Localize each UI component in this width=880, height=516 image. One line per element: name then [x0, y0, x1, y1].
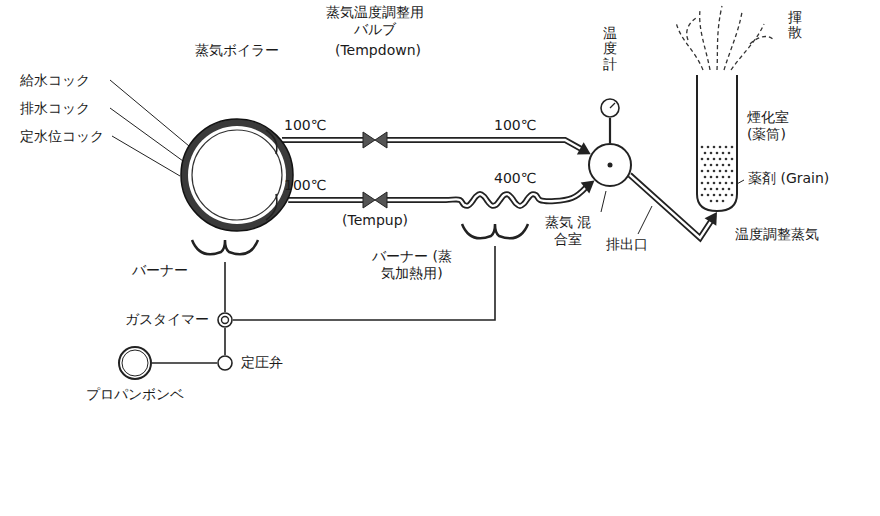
fumigation-chamber: 煙化室 (薬筒) [695, 75, 739, 212]
pipe-wall [387, 187, 587, 206]
pipe-wall [288, 197, 363, 203]
vapor-label: 揮散 [788, 10, 802, 41]
node-heading: バーナー (蒸気加熱用) [366, 248, 458, 282]
cock-label: 排水コック [20, 100, 90, 117]
steam-boiler: 蒸気ボイラー [180, 118, 294, 232]
temperature-label: 100℃ [494, 117, 536, 134]
node-heading: 温度計 [603, 26, 617, 72]
pipe-bore [387, 187, 587, 206]
gas-timer: ガスタイマー [217, 312, 233, 328]
steam-boiler-shape [180, 118, 294, 232]
line [224, 262, 226, 312]
mixing-chamber-shape [588, 143, 632, 187]
leader-line [112, 136, 180, 176]
arrowhead [581, 181, 595, 194]
gas-line [233, 246, 495, 320]
gas-line [225, 262, 226, 312]
vapor-plume [676, 6, 774, 70]
leader-line [601, 191, 606, 212]
temperature-label: 400℃ [494, 170, 536, 187]
propane-cylinder: プロパンボンベ [118, 346, 152, 380]
propane-cylinder-shape [118, 346, 152, 380]
heating-burner: バーナー (蒸気加熱用) [460, 222, 530, 246]
node-heading: 蒸気 混合室 [542, 214, 594, 248]
node-heading: 蒸気温度調整用 バルブ [318, 4, 432, 38]
leader-line [110, 108, 183, 161]
pipe-wall [282, 137, 363, 143]
leader-line [638, 206, 652, 234]
steam-pipe [282, 140, 363, 141]
gas-timer-shape [217, 312, 233, 328]
outlet-label: 排出口 [606, 236, 648, 253]
pipe-bore [282, 139, 363, 141]
gas-line [225, 328, 226, 355]
pipe-bore [387, 140, 582, 149]
valve-tempdown: 蒸気温度調整用 バルブ(Tempdown) [363, 132, 387, 148]
mixing-chamber: 蒸気 混合室 [588, 143, 632, 187]
node-heading: プロパンボンベ [76, 386, 194, 403]
thermometer-shape [600, 98, 620, 118]
pressure-regulator-shape [217, 355, 233, 371]
node-heading: (Tempup) [333, 212, 417, 229]
line [609, 118, 611, 143]
gas-line [152, 363, 217, 364]
temperature-label: 100℃ [284, 177, 326, 194]
burner-shape [190, 238, 260, 262]
arrowhead [577, 142, 591, 154]
agent-label: 薬剤 (Grain) [748, 170, 829, 187]
line [224, 328, 226, 355]
temperature-label: 100℃ [284, 117, 326, 134]
node-heading: バーナー [124, 262, 188, 279]
line [233, 246, 495, 320]
valve-tempup: (Tempup) [363, 192, 387, 208]
node-heading: ガスタイマー [105, 311, 209, 328]
valve-tempdown-shape [363, 132, 387, 148]
steam-pipe [387, 140, 591, 155]
line [152, 362, 217, 364]
pipe-wall [387, 140, 582, 149]
thermometer: 温度計 [600, 98, 620, 118]
steam-pipe [288, 200, 363, 201]
pressure-regulator: 定圧弁 [217, 355, 233, 371]
node-heading: (Tempdown) [333, 42, 423, 59]
node-heading: 煙化室 (薬筒) [747, 109, 807, 143]
burner: バーナー [190, 238, 260, 262]
arrowhead [705, 212, 717, 226]
steam-label: 温度調整蒸気 [735, 226, 819, 243]
pipe-bore [288, 199, 363, 201]
gas-line [610, 118, 611, 143]
cock-label: 給水コック [20, 72, 90, 89]
node-heading: 蒸気ボイラー [175, 42, 299, 59]
valve-tempup-shape [363, 192, 387, 208]
steam-pipe [387, 181, 594, 206]
heating-burner-shape [460, 222, 530, 246]
node-heading: 定圧弁 [241, 354, 305, 371]
fumigation-chamber-shape [695, 75, 739, 212]
cock-label: 定水位コック [20, 128, 104, 145]
